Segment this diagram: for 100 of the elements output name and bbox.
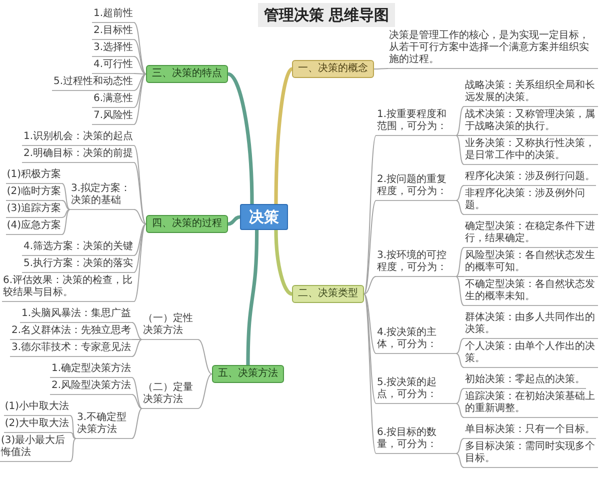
diagram-title: 管理决策 思维导图 bbox=[258, 3, 396, 27]
topic-text: 1.头脑风暴法：集思广益 bbox=[20, 308, 132, 323]
topic-text: (4)应急方案 bbox=[6, 220, 62, 235]
connector-line bbox=[134, 39, 146, 74]
connector-line bbox=[134, 74, 146, 125]
connector-line bbox=[70, 415, 76, 439]
topic-text: 2.风险型决策方法 bbox=[50, 380, 132, 395]
connector-line bbox=[198, 374, 212, 409]
connector-line bbox=[62, 183, 70, 210]
main-topic: 一、决策的概念 bbox=[292, 60, 374, 78]
connector-line bbox=[134, 56, 146, 74]
connector-line bbox=[132, 377, 142, 409]
connector-line bbox=[62, 200, 70, 210]
topic-text: 单目标决策：只有一个目标。 bbox=[464, 424, 596, 439]
topic-text: 不确定型决策：各自然状态发生的概率未知。 bbox=[464, 279, 598, 306]
connector-line bbox=[456, 276, 464, 277]
connector-line bbox=[456, 388, 464, 404]
topic-text: 程序化决策：涉及例行问题。 bbox=[464, 171, 596, 186]
topic-text: 战术决策：又称管理决策，属于战略决策的执行。 bbox=[464, 109, 598, 136]
connector-line bbox=[456, 453, 464, 468]
topic-text: (2)临时方案 bbox=[6, 186, 62, 201]
topic-text: (1)积极方案 bbox=[6, 169, 62, 184]
topic-text: (3)最小最大后悔值法 bbox=[0, 435, 70, 462]
main-topic: 三、决策的特点 bbox=[146, 64, 228, 82]
connector-line bbox=[62, 209, 70, 218]
topic-text: 非程序化决策：涉及例外问题。 bbox=[464, 188, 598, 215]
topic-text: 决策是管理工作的核心，是为实现一定目标，从若干可行方案中选择一个满意方案并组织实施的过程。 bbox=[388, 30, 598, 69]
connector-line bbox=[134, 224, 146, 273]
connector-line bbox=[364, 276, 376, 294]
topic-text: 追踪决策：在初始决策基础上的重新调整。 bbox=[464, 391, 598, 418]
connector-line bbox=[132, 408, 142, 439]
connector-line bbox=[456, 135, 464, 136]
topic-text: 初始决策：零起点的决策。 bbox=[464, 374, 586, 389]
topic-text: 5.过程性和动态性 bbox=[52, 76, 134, 91]
connector-line bbox=[364, 294, 376, 404]
connector-line bbox=[456, 135, 464, 165]
connector-line bbox=[364, 135, 376, 294]
topic-text: 7.风险性 bbox=[92, 110, 134, 125]
connector-line bbox=[456, 338, 464, 354]
topic-text: 6.满意性 bbox=[92, 93, 134, 108]
connector-line bbox=[456, 185, 464, 201]
main-topic: 五、决策方法 bbox=[212, 364, 284, 383]
topic-text: 4.筛选方案：决策的关键 bbox=[22, 241, 134, 256]
connector-line bbox=[62, 209, 70, 235]
central-topic: 决策 bbox=[240, 204, 288, 230]
connector-line bbox=[134, 74, 146, 91]
topic-text: 3.德尔菲技术：专家意见法 bbox=[10, 342, 132, 357]
connector-line bbox=[456, 403, 464, 418]
topic-text: 3.按环境的可控程度，可分为： bbox=[376, 250, 456, 277]
topic-text: 5.执行方案：决策的落实 bbox=[22, 258, 134, 273]
topic-text: 2.按问题的重复程度，可分为： bbox=[376, 174, 456, 200]
branch-curve bbox=[274, 228, 294, 296]
topic-text: 1.超前性 bbox=[92, 8, 134, 23]
main-topic: 二、决策类型 bbox=[292, 285, 364, 304]
topic-text: 1.识别机会：决策的起点 bbox=[22, 131, 134, 146]
connector-line bbox=[134, 74, 146, 108]
connector-line bbox=[134, 145, 146, 224]
connector-line bbox=[456, 353, 464, 368]
topic-text: 业务决策：又称执行性决策，是日常工作中的决策。 bbox=[464, 138, 598, 165]
connector-line bbox=[132, 322, 142, 340]
connector-line bbox=[456, 200, 464, 215]
topic-text: (3)追踪方案 bbox=[6, 203, 62, 218]
topic-text: (1)小中取大法 bbox=[4, 401, 70, 416]
connector-line bbox=[70, 432, 76, 439]
topic-text: 2.明确目标：决策的前提 bbox=[22, 148, 134, 163]
connector-line bbox=[134, 162, 146, 224]
connector-line bbox=[70, 438, 76, 462]
connector-line bbox=[132, 394, 142, 409]
connector-line bbox=[134, 224, 146, 256]
topic-text: 3.不确定型决策方法 bbox=[76, 412, 132, 439]
topic-text: 1.按重要程度和范围，可分为： bbox=[376, 109, 456, 136]
topic-text: 确定型决策：在稳定条件下进行，结果确定。 bbox=[464, 221, 598, 248]
topic-text: 个人决策：由单个人作出的决策。 bbox=[464, 341, 598, 368]
topic-text: 战略决策：关系组织全局和长远发展的决策。 bbox=[464, 80, 598, 107]
branch-curve bbox=[226, 72, 254, 206]
topic-text: (2)大中取大法 bbox=[4, 418, 70, 433]
connector-line bbox=[364, 200, 376, 294]
connector-line bbox=[374, 68, 388, 70]
branch-curve bbox=[246, 228, 259, 367]
connector-line bbox=[456, 276, 464, 306]
connector-line bbox=[364, 294, 376, 454]
topic-text: 多目标决策：需同时实现多个目标。 bbox=[464, 441, 598, 468]
topic-text: 群体决策：由多人共同作出的决策。 bbox=[464, 312, 598, 339]
branch-curve bbox=[226, 215, 242, 226]
connector-line bbox=[132, 339, 142, 357]
connector-line bbox=[134, 73, 146, 74]
topic-text: 3.选择性 bbox=[92, 42, 134, 57]
topic-text: 5.按决策的起点，可分为： bbox=[376, 376, 456, 404]
connector-line bbox=[456, 438, 464, 454]
topic-text: （二）定量决策方法 bbox=[142, 382, 198, 408]
connector-line bbox=[134, 224, 146, 302]
topic-text: 风险型决策：各自然状态发生的概率可知。 bbox=[464, 250, 598, 277]
branch-curve bbox=[274, 67, 294, 206]
topic-text: 2.名义群体法：先独立思考 bbox=[10, 325, 132, 340]
topic-text: 1.确定型决策方法 bbox=[50, 363, 132, 378]
topic-text: （一）定性决策方法 bbox=[142, 313, 198, 340]
topic-text: 3.拟定方案：决策的基础 bbox=[70, 182, 134, 210]
topic-text: 4.按决策的主体，可分为： bbox=[376, 326, 456, 354]
connector-line bbox=[456, 247, 464, 277]
connector-line bbox=[456, 106, 464, 136]
